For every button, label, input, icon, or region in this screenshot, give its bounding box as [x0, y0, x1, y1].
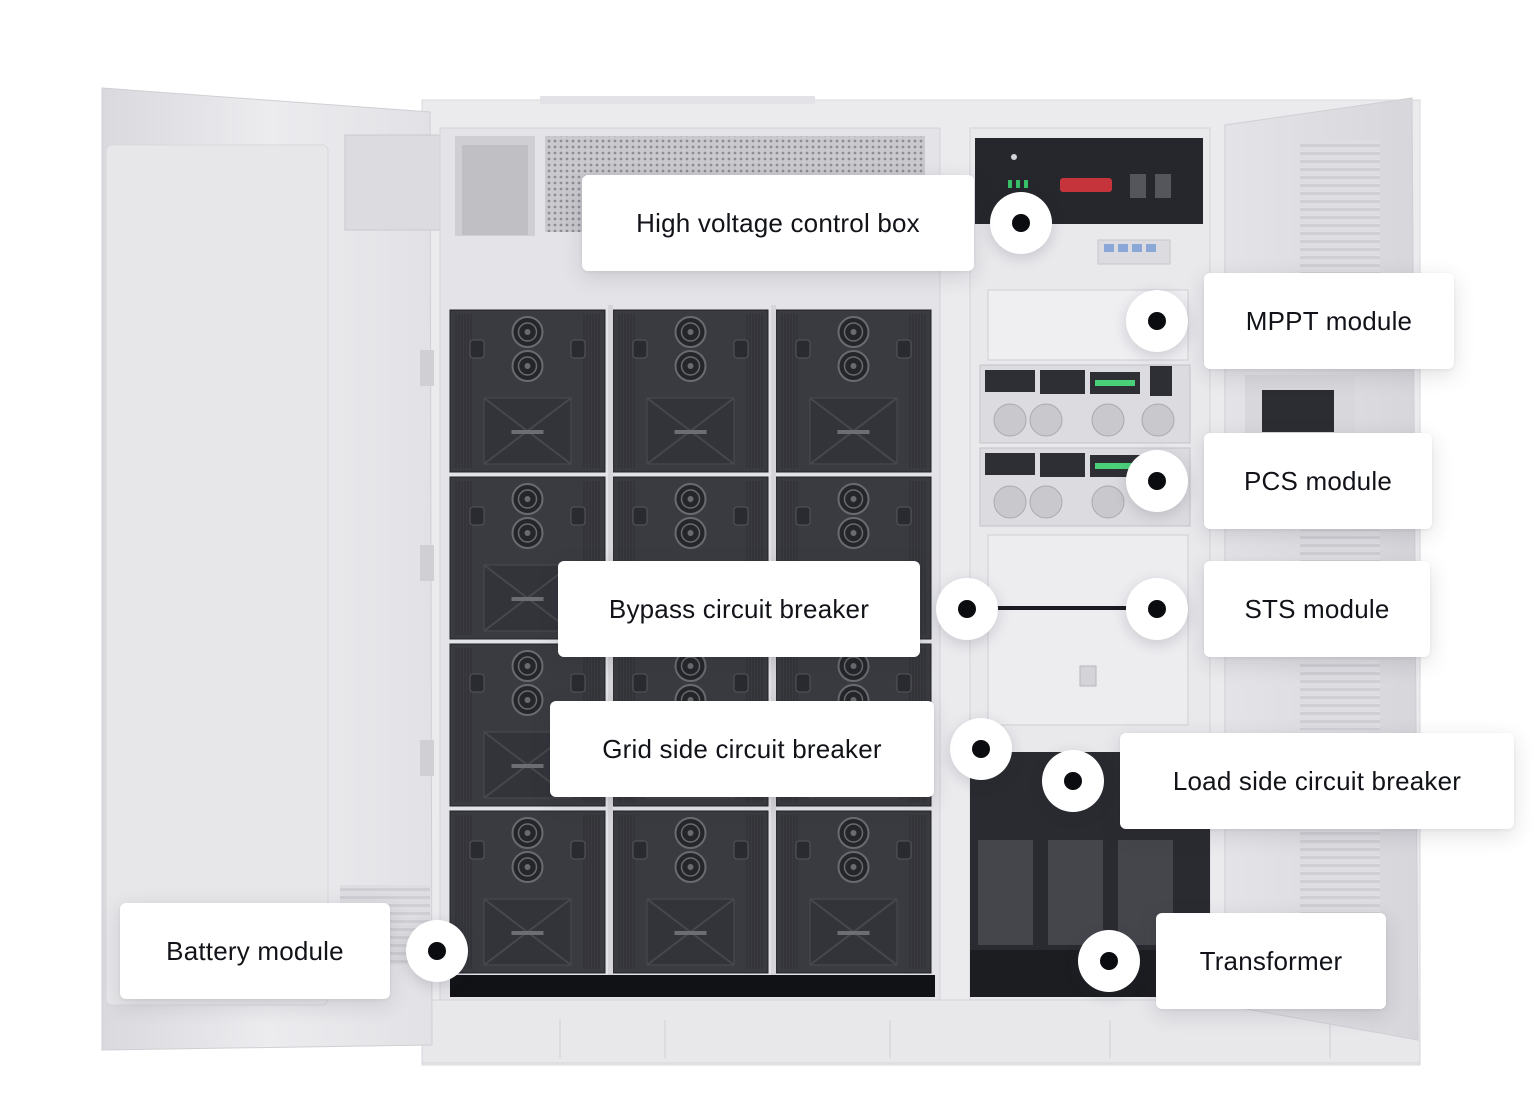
- battery-unit: [612, 810, 769, 974]
- marker-battery-module[interactable]: [406, 920, 468, 982]
- marker-dot: [1148, 312, 1166, 330]
- marker-sts-module[interactable]: [1126, 578, 1188, 640]
- marker-mppt-module[interactable]: [1126, 290, 1188, 352]
- left-door-box: [344, 134, 446, 231]
- marker-dot: [1012, 214, 1030, 232]
- label-sts-module: STS module: [1204, 561, 1430, 657]
- marker-load-side-circuit-breaker[interactable]: [1042, 750, 1104, 812]
- label-bypass-circuit-breaker: Bypass circuit breaker: [558, 561, 920, 657]
- pcs-unit-2: [979, 447, 1191, 527]
- marker-pcs-module[interactable]: [1126, 450, 1188, 512]
- marker-bypass-circuit-breaker[interactable]: [936, 578, 998, 640]
- marker-dot: [1100, 952, 1118, 970]
- label-mppt-module: MPPT module: [1204, 273, 1454, 369]
- pcs-unit-1: [979, 364, 1191, 444]
- marker-dot: [1148, 472, 1166, 490]
- battery-unit: [449, 810, 606, 974]
- battery-unit: [612, 309, 769, 473]
- marker-dot: [958, 600, 976, 618]
- battery-unit: [775, 810, 932, 974]
- marker-dot: [972, 740, 990, 758]
- marker-transformer[interactable]: [1078, 930, 1140, 992]
- cabinet-top: [540, 96, 815, 104]
- label-transformer: Transformer: [1156, 913, 1386, 1009]
- marker-dot: [1064, 772, 1082, 790]
- label-battery-module: Battery module: [120, 903, 390, 999]
- marker-dot: [428, 942, 446, 960]
- marker-grid-side-circuit-breaker[interactable]: [950, 718, 1012, 780]
- label-load-side-circuit-breaker: Load side circuit breaker: [1120, 733, 1514, 829]
- battery-unit: [775, 309, 932, 473]
- label-high-voltage-control-box: High voltage control box: [582, 175, 974, 271]
- battery-unit: [449, 309, 606, 473]
- label-grid-side-circuit-breaker: Grid side circuit breaker: [550, 701, 934, 797]
- marker-dot: [1148, 600, 1166, 618]
- marker-high-voltage-control-box[interactable]: [990, 192, 1052, 254]
- label-pcs-module: PCS module: [1204, 433, 1432, 529]
